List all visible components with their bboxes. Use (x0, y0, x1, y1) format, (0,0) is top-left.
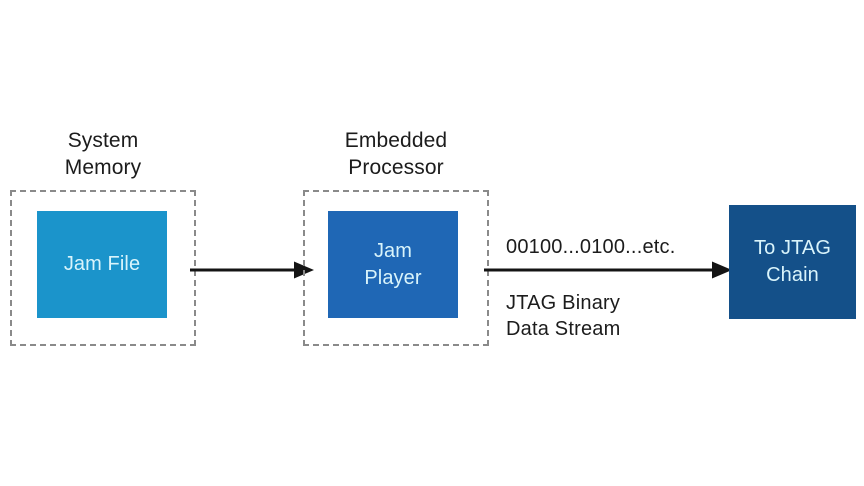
block-jam-file: Jam File (37, 211, 167, 318)
block-jam-player: Jam Player (328, 211, 458, 318)
dashed-container-system-memory (10, 190, 196, 346)
stream-caption-label: JTAG Binary Data Stream (506, 292, 621, 340)
arrow-processor-to-jtag-icon (484, 259, 732, 281)
stream-binary-label: 00100...0100...etc. (506, 236, 676, 258)
dashed-container-embedded-processor (303, 190, 489, 346)
arrow-memory-to-processor-icon (190, 259, 314, 281)
group-label-system-memory: System Memory (64, 129, 142, 179)
block-jtag-chain: To JTAG Chain (729, 205, 856, 319)
group-label-embedded-processor: Embedded Processor (344, 129, 448, 179)
